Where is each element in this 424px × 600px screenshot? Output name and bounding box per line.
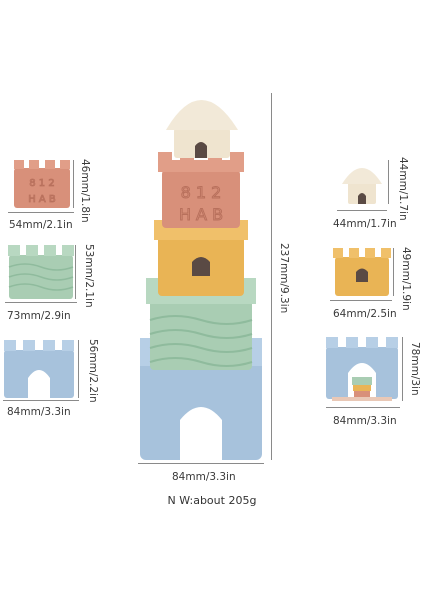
tower-width-line [138, 463, 264, 464]
blue-right-height-label: 78mm/3in [409, 342, 421, 396]
net-weight-label: N W:about 205g [167, 494, 257, 507]
terracotta-height-label: 46mm/1.8in [79, 159, 91, 223]
tower-height-line [271, 93, 272, 460]
yellow-height-label: 49mm/1.9in [400, 247, 412, 311]
yellow-cup-illustration [333, 248, 391, 296]
tower-terracotta-cup: 8 1 2 H A B [158, 152, 244, 228]
cream-top-width-label: 44mm/1.7in [333, 218, 397, 230]
svg-text:8 1 2: 8 1 2 [29, 178, 54, 189]
terracotta-width-label: 54mm/2.1in [9, 219, 73, 231]
terracotta-cup-illustration: 8 1 2 H A B [14, 160, 70, 208]
green-height-label: 53mm/2.1in [83, 244, 95, 308]
blue-right-width-label: 84mm/3.3in [333, 415, 397, 427]
tower-height-label: 237mm/9.3in [278, 243, 290, 314]
blue-left-height-label: 56mm/2.2in [87, 339, 99, 403]
green-width-label: 73mm/2.9in [7, 310, 71, 322]
tower-cream-top [166, 100, 238, 158]
blue-base-illustration-left [4, 340, 74, 398]
blue-base-illustration-right [326, 337, 398, 401]
svg-text:H A B: H A B [179, 205, 223, 224]
tower-yellow-cup [154, 220, 248, 296]
svg-text:8 1 2: 8 1 2 [181, 183, 222, 202]
blue-left-width-label: 84mm/3.3in [7, 406, 71, 418]
cream-top-height-label: 44mm/1.7in [397, 157, 409, 221]
green-cup-illustration [8, 245, 74, 299]
svg-text:H A B: H A B [28, 194, 56, 205]
cream-top-illustration [342, 168, 382, 204]
tower-width-label: 84mm/3.3in [172, 471, 236, 483]
yellow-width-label: 64mm/2.5in [333, 308, 397, 320]
